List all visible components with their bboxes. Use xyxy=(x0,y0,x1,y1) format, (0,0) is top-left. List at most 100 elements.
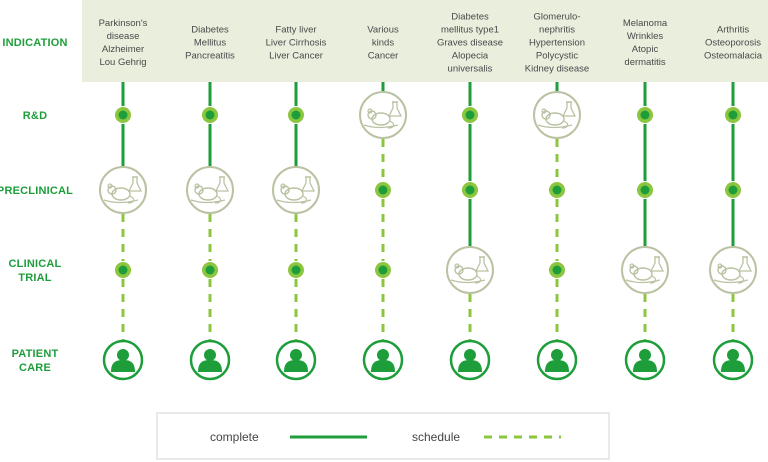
stage-dot-inner xyxy=(465,185,475,195)
current-stage-ring xyxy=(99,166,147,214)
patient-care-node xyxy=(712,339,754,381)
current-stage-ring xyxy=(359,91,407,139)
stage-dot xyxy=(462,107,478,123)
indication-line: Liver Cancer xyxy=(269,51,323,62)
stage-label-line: CLINICAL xyxy=(9,258,62,270)
indication-line: Mellitus xyxy=(194,38,226,49)
stage-dot-inner xyxy=(205,110,215,120)
stage-dot-inner xyxy=(291,265,301,275)
current-stage-ring xyxy=(621,246,669,294)
stage-labels: INDICATION R&D PRECLINICAL CLINICAL TRIAL PAT… xyxy=(0,37,73,374)
stage-label-line: TRIAL xyxy=(18,272,51,284)
stage-dot xyxy=(115,262,131,278)
indication-line: Atopic xyxy=(632,44,659,55)
stage-dot xyxy=(725,182,741,198)
current-stage-ring xyxy=(446,246,494,294)
indication-line: disease xyxy=(107,31,140,42)
current-stage-marker xyxy=(272,166,320,214)
stage-dot xyxy=(725,107,741,123)
stage-label-clinical: CLINICAL TRIAL xyxy=(9,258,62,284)
indication-line: universalis xyxy=(448,64,493,75)
current-stage-marker xyxy=(99,166,147,214)
patient-care-node xyxy=(275,339,317,381)
indication-line: Hypertension xyxy=(529,38,585,49)
indication-line: Osteomalacia xyxy=(704,51,763,62)
stage-dot xyxy=(202,262,218,278)
current-stage-ring xyxy=(709,246,757,294)
legend: complete schedule xyxy=(156,412,610,460)
indication-line: Cancer xyxy=(368,51,399,62)
indication-line: Various xyxy=(367,25,399,36)
indication-line: Glomerulo- xyxy=(534,12,581,23)
legend-complete-label: complete xyxy=(210,430,259,444)
indication-line: Melanoma xyxy=(623,18,668,29)
current-stage-ring xyxy=(272,166,320,214)
current-stage-marker xyxy=(186,166,234,214)
stage-dot xyxy=(462,182,478,198)
stage-dot-inner xyxy=(378,265,388,275)
legend-schedule-label: schedule xyxy=(412,430,460,444)
stage-label-indication: INDICATION xyxy=(2,37,67,49)
indication-header-band xyxy=(82,0,768,82)
indication-line: Arthritis xyxy=(717,25,749,36)
stage-label-line: INDICATION xyxy=(2,37,67,49)
indication-line: dermatitis xyxy=(624,57,665,68)
indication-line: Kidney disease xyxy=(525,64,589,75)
current-stage-marker xyxy=(533,91,581,139)
current-stage-marker xyxy=(359,91,407,139)
stage-dot-inner xyxy=(728,110,738,120)
stage-dot xyxy=(375,262,391,278)
stage-dot xyxy=(549,182,565,198)
stage-dot-inner xyxy=(465,110,475,120)
indication-line: Graves disease xyxy=(437,38,503,49)
stage-dot-inner xyxy=(378,185,388,195)
patient-care-node xyxy=(536,339,578,381)
stage-dot xyxy=(375,182,391,198)
patient-care-node xyxy=(362,339,404,381)
indication-line: Polycystic xyxy=(536,51,578,62)
indication-line: nephritis xyxy=(539,25,575,36)
indication-line: mellitus type1 xyxy=(441,25,499,36)
stage-label-line: PATIENT xyxy=(12,348,59,360)
patient-care-node xyxy=(189,339,231,381)
patient-care-node xyxy=(449,339,491,381)
indication-line: Diabetes xyxy=(191,25,229,36)
stage-dot xyxy=(637,182,653,198)
current-stage-ring xyxy=(186,166,234,214)
stage-dot xyxy=(288,262,304,278)
stage-dot xyxy=(637,107,653,123)
indication-line: Osteoporosis xyxy=(705,38,761,49)
indication-line: Diabetes xyxy=(451,12,489,23)
stage-dot-inner xyxy=(291,110,301,120)
stage-dot xyxy=(202,107,218,123)
stage-label-preclinical: PRECLINICAL xyxy=(0,185,73,197)
stage-label-line: R&D xyxy=(23,110,47,122)
stage-dot xyxy=(549,262,565,278)
stage-dot-inner xyxy=(728,185,738,195)
indication-line: Alopecia xyxy=(452,51,489,62)
stage-dot-inner xyxy=(118,110,128,120)
current-stage-ring xyxy=(533,91,581,139)
indication-line: Alzheimer xyxy=(102,44,144,55)
stage-dot-inner xyxy=(640,185,650,195)
stage-label-line: PRECLINICAL xyxy=(0,185,73,197)
stage-dot-inner xyxy=(552,265,562,275)
